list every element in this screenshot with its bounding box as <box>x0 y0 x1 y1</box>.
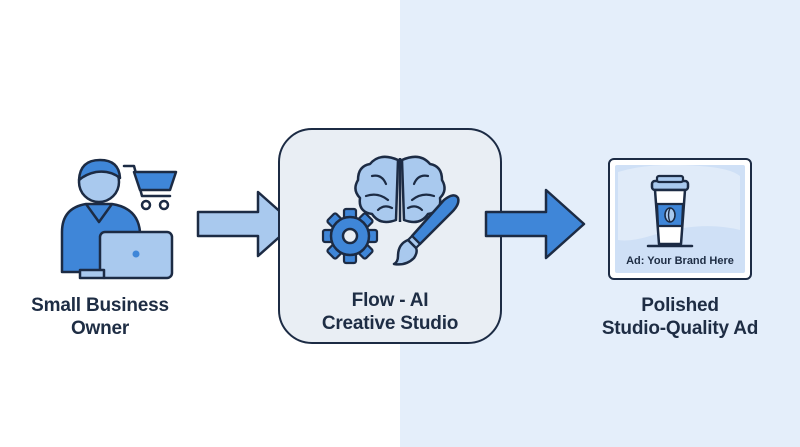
arrow-right-icon <box>196 190 296 258</box>
studio-label-line-2: Creative Studio <box>321 313 459 334</box>
ad-caption: Ad: Your Brand Here <box>626 255 734 267</box>
owner-label: Small Business Owner <box>22 294 178 340</box>
gear-icon <box>321 207 379 265</box>
result-label: Polished Studio-Quality Ad <box>580 294 780 340</box>
owner-label-line-2: Owner <box>70 318 130 339</box>
arrow-right-icon <box>484 188 586 260</box>
result-label-line-2: Studio-Quality Ad <box>601 318 759 339</box>
coffee-cup-icon <box>646 174 694 248</box>
brain-icon <box>354 155 446 224</box>
owner-label-line-1: Small Business <box>31 295 169 316</box>
paintbrush-icon <box>392 194 460 266</box>
shopping-cart-icon <box>122 164 178 211</box>
laptop-icon <box>78 230 174 280</box>
studio-label: Flow - AI Creative Studio <box>300 289 480 335</box>
studio-label-line-1: Flow - AI <box>351 290 429 311</box>
result-label-line-1: Polished <box>641 295 719 316</box>
